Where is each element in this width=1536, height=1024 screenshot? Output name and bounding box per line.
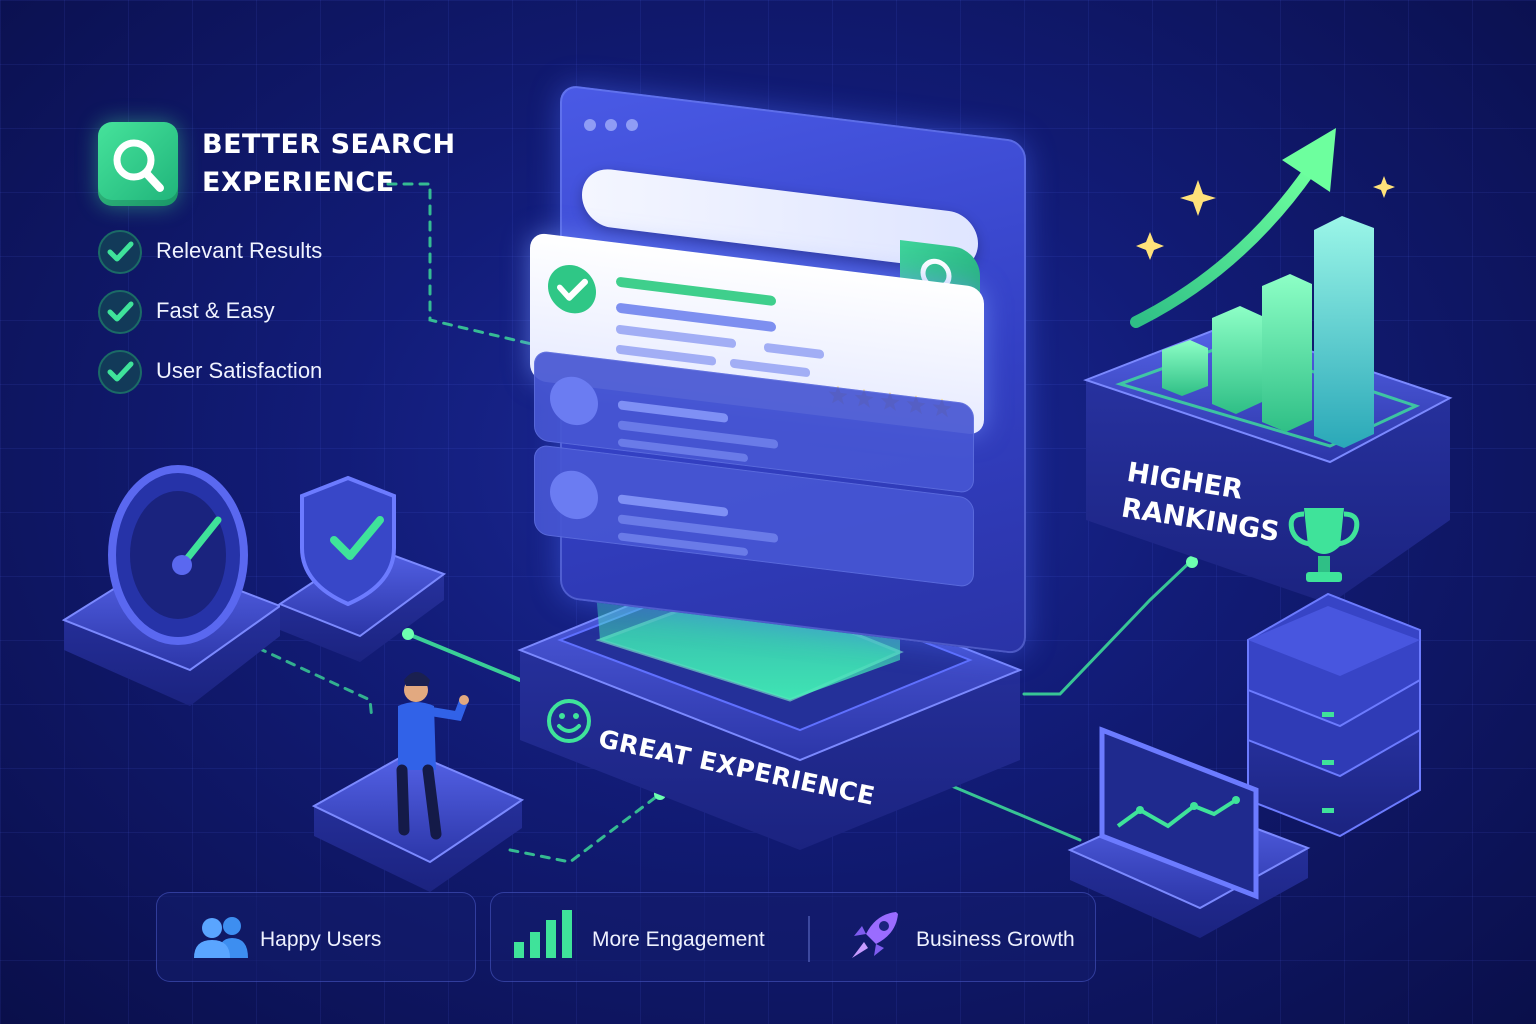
ranking-bars <box>1162 216 1374 448</box>
bar-chart-icon <box>514 910 572 958</box>
person-platform <box>311 750 525 892</box>
trophy-icon <box>1288 508 1360 582</box>
users-icon <box>194 917 248 958</box>
check-icon <box>98 290 142 334</box>
checklist-label: Fast & Easy <box>156 298 275 323</box>
result-content <box>550 376 778 462</box>
window-dots <box>584 118 647 136</box>
server-stack-icon <box>1247 592 1421 838</box>
result-content <box>550 470 778 556</box>
analytics-monitor-icon <box>1099 726 1259 900</box>
feature-card-engagement-growth <box>490 892 1096 982</box>
search-icon <box>98 122 178 206</box>
feature-label: More Engagement <box>592 928 765 951</box>
trend-arrow-icon <box>1130 128 1336 328</box>
feature-label: Happy Users <box>260 928 382 951</box>
rocket-icon <box>852 912 898 958</box>
speedometer-icon <box>108 465 248 645</box>
person-figure <box>396 672 469 840</box>
checklist-label: User Satisfaction <box>156 358 323 383</box>
feature-label: Business Growth <box>916 928 1075 951</box>
shield-check-icon <box>300 475 396 607</box>
result-content <box>548 264 824 377</box>
heading-line-2: EXPERIENCE <box>202 167 395 198</box>
heading-title: BETTER SEARCH EXPERIENCE <box>202 126 502 202</box>
check-icon <box>98 350 142 394</box>
check-icon <box>98 230 142 274</box>
checklist-label: Relevant Results <box>156 238 323 263</box>
search-result[interactable] <box>534 444 974 589</box>
smile-icon <box>544 696 594 751</box>
heading-line-1: BETTER SEARCH <box>202 129 456 160</box>
sparkle-icons <box>1136 176 1395 260</box>
search-result[interactable] <box>534 350 974 495</box>
feature-divider <box>808 916 810 962</box>
